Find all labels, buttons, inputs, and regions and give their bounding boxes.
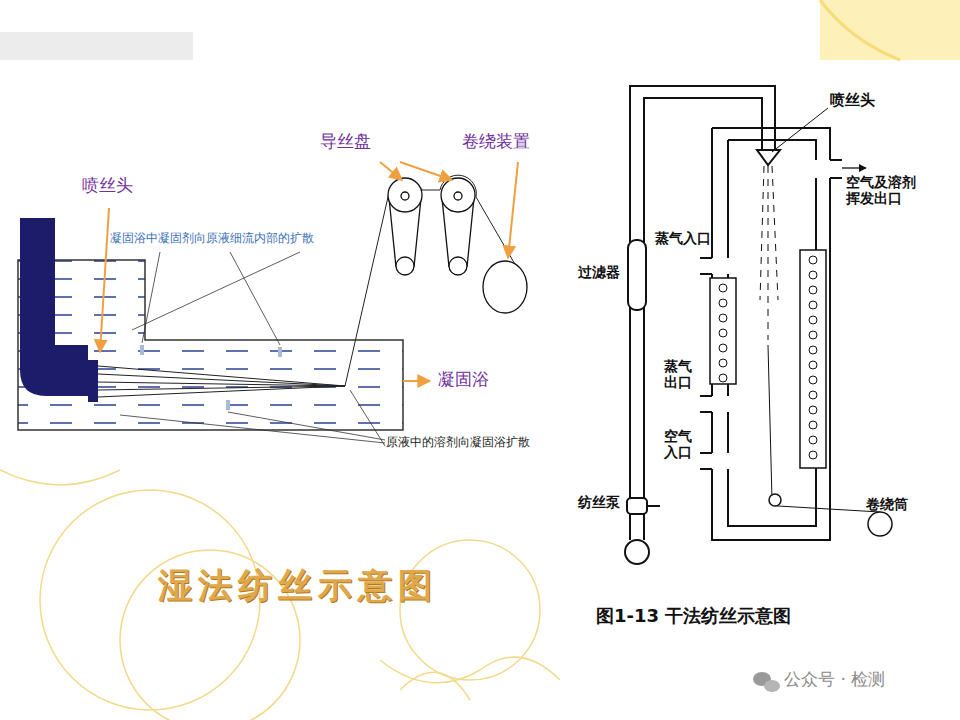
heating-coil (719, 299, 727, 307)
outlet-arrow (842, 167, 866, 168)
swirl-decoration (0, 470, 560, 720)
figure-caption: 图1-13 干法纺丝示意图 (596, 606, 791, 627)
heating-coil (809, 421, 817, 429)
heating-jacket (710, 278, 736, 384)
heating-coil (719, 374, 727, 382)
heating-coil (809, 406, 817, 414)
heating-coil (809, 271, 817, 279)
spinning-pump (627, 498, 647, 514)
process-note: 原液中的溶剂向凝固浴扩散 (386, 436, 530, 450)
port-label: 空气 入口 (664, 428, 696, 460)
take-up-bobbin (868, 512, 892, 536)
part-label: 导丝盘 (320, 132, 371, 152)
port-label: 蒸气入口 (655, 230, 711, 246)
figure-title: 湿法纺丝示意图 (158, 566, 438, 605)
watermark-icon (753, 672, 780, 692)
fiber (768, 345, 880, 512)
callout-arrows (100, 162, 518, 381)
filaments (98, 175, 527, 397)
wet-spinning-figure (18, 162, 527, 446)
leader-line (772, 108, 828, 152)
heating-coil (719, 314, 727, 322)
heating-coil (809, 316, 817, 324)
heating-coil (809, 391, 817, 399)
heating-coil (809, 451, 817, 459)
heating-coil (809, 331, 817, 339)
leader-lines (120, 252, 385, 446)
dry-spinning-figure (625, 86, 892, 564)
port-label: 空气及溶剂 挥发出口 (846, 174, 922, 206)
spinneret (757, 150, 780, 165)
heating-coil (809, 376, 817, 384)
feed-pipe (644, 98, 762, 540)
feed-pipe (630, 86, 775, 540)
godet-rolls (388, 178, 527, 313)
diffusion-marks (140, 345, 282, 410)
port-label: 蒸气 出口 (664, 358, 696, 390)
corner-decoration (820, 0, 900, 60)
heating-coil (719, 284, 727, 292)
heating-coil (809, 301, 817, 309)
part-label: 喷丝头 (82, 176, 133, 196)
heating-coil (809, 436, 817, 444)
process-note: 凝固浴中凝固剂向原液细流内部的扩散 (110, 232, 314, 246)
guide-roller (769, 494, 781, 506)
spinneret (20, 218, 98, 402)
heating-coil (719, 329, 727, 337)
corner-decoration (820, 0, 960, 60)
watermark: 公众号 · 检测 (784, 670, 885, 690)
part-label: 卷绕装置 (462, 132, 530, 152)
heating-coil (719, 359, 727, 367)
part-label: 纺丝泵 (578, 494, 620, 510)
heating-coil (809, 256, 817, 264)
filaments (760, 166, 778, 340)
pump-motor (625, 540, 649, 564)
heating-jacket (800, 250, 826, 468)
heating-coil (809, 361, 817, 369)
part-label: 过滤器 (578, 264, 620, 280)
header-bar (0, 32, 193, 60)
filter (628, 240, 646, 310)
part-label: 喷丝头 (830, 92, 875, 109)
heating-coil (719, 344, 727, 352)
exhaust-port (830, 160, 842, 178)
part-label: 凝固浴 (438, 370, 489, 390)
heating-coil (809, 346, 817, 354)
part-label: 卷绕筒 (866, 496, 908, 512)
heating-coil (809, 286, 817, 294)
